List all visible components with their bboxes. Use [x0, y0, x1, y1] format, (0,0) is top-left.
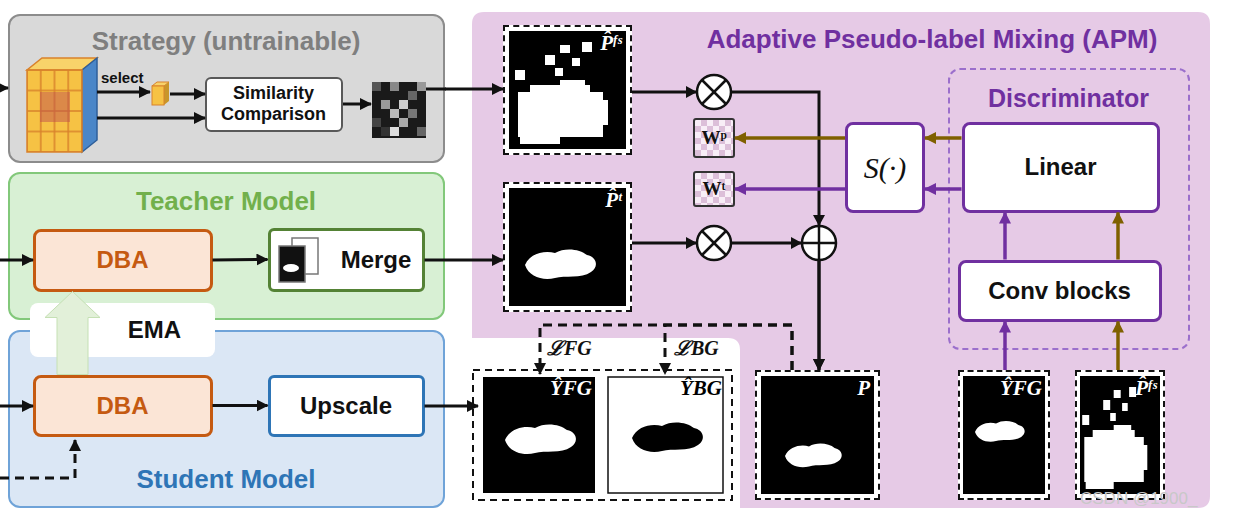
- arrow-connector: [925, 187, 962, 191]
- mask-panel: P̂ᶠˢ: [1075, 370, 1165, 500]
- arrow-connector: [213, 258, 268, 262]
- mask-panel: P̂ᵗ: [503, 182, 632, 312]
- dba-module: DBA: [33, 375, 213, 437]
- apm-module: Adaptive Pseudo-label Mixing (APM)P̂ᶠˢP̂…: [472, 12, 1210, 508]
- node-text: Teacher Model: [10, 186, 442, 217]
- process-box: Similarity Comparison: [205, 77, 343, 132]
- arrow-connector: [735, 136, 845, 140]
- arrow-connector: [1116, 322, 1120, 371]
- linear-layer: Linear: [962, 122, 1160, 213]
- node-text: Discriminator: [950, 84, 1187, 113]
- loss-label: ℒFG: [547, 334, 592, 361]
- arrow-connector: [1116, 213, 1120, 260]
- node-text: Linear: [1024, 153, 1096, 181]
- arrow-connector: [1003, 322, 1007, 371]
- arrow-connector: [925, 136, 962, 140]
- watermark: CSDN @1900_: [1080, 489, 1197, 509]
- loss-connector: [540, 325, 792, 374]
- arrow-connector: [632, 92, 819, 370]
- weight-map: Wᵗ: [693, 171, 735, 207]
- node-text: S(·): [864, 151, 906, 185]
- node-text: ŶBG: [680, 376, 722, 401]
- mask-panel: P: [755, 370, 880, 500]
- node-text: P̂ᶠˢ: [600, 31, 622, 56]
- node-text: ŶFG: [550, 376, 592, 401]
- arrow-connector: [1003, 213, 1007, 260]
- loss-label: ℒBG: [674, 334, 719, 361]
- node-text: P: [857, 376, 870, 401]
- softmax-box: S(·): [845, 122, 925, 213]
- node-text: Conv blocks: [988, 277, 1131, 305]
- apm-shape: [472, 12, 1210, 508]
- node-text: DBA: [97, 392, 149, 420]
- arrow-connector: [445, 88, 503, 91]
- arrow-connector: [213, 404, 268, 407]
- select-label: select: [101, 69, 144, 86]
- discriminator-group: DiscriminatorLinearConv blocks: [948, 68, 1190, 350]
- node-text: Strategy (untrainable): [10, 26, 442, 57]
- dba-module: DBA: [33, 229, 213, 292]
- arrow-connector: [425, 259, 504, 262]
- node-text: Student Model: [10, 464, 442, 495]
- strategy-group: Strategy (untrainable) Similarity Compari…: [8, 14, 445, 163]
- mask-panel: ŶFG: [478, 374, 598, 496]
- arrow-connector: [735, 187, 845, 191]
- node-text: Merge: [281, 246, 412, 274]
- node-text: Adaptive Pseudo-label Mixing (APM): [662, 24, 1202, 55]
- mask-panel: P̂ᶠˢ: [503, 25, 632, 155]
- node-text: Similarity Comparison: [209, 83, 339, 124]
- weight-map: Wᵖ: [693, 118, 735, 158]
- node-text: Upscale: [300, 392, 392, 420]
- mask-panel: ŶFG: [958, 370, 1050, 500]
- mask-panel: ŶBG: [604, 374, 728, 496]
- node-text: ŶFG: [1000, 376, 1042, 401]
- node-text: P̂ᵗ: [605, 188, 622, 213]
- upscale-box: Upscale: [268, 375, 425, 437]
- arrow-connector: [425, 405, 479, 408]
- node-text: P̂ᶠˢ: [1135, 376, 1157, 401]
- loss-connector: [665, 325, 792, 374]
- node-text: DBA: [97, 246, 149, 274]
- merge-box: Merge: [268, 228, 425, 292]
- node-text: Wᵗ: [702, 178, 725, 200]
- conv-blocks: Conv blocks: [958, 260, 1162, 322]
- node-text: Wᵖ: [701, 127, 726, 149]
